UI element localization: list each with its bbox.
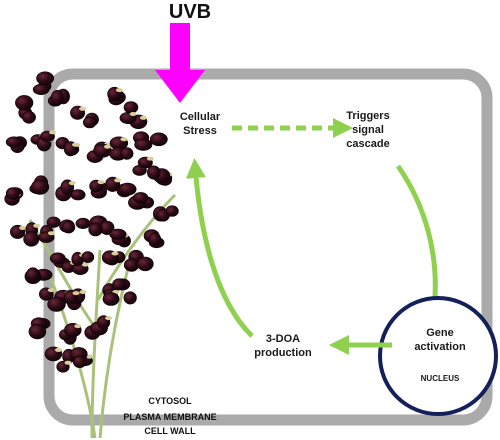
sorghum-grain <box>72 355 87 369</box>
cytosol-label: CYTOSOL <box>148 396 192 406</box>
grain-husk <box>146 156 154 161</box>
grain-husk <box>79 106 87 111</box>
sorghum-grain <box>61 221 76 234</box>
sorghum-grain <box>123 291 137 305</box>
sorghum-grain <box>133 192 149 204</box>
sorghum-grain <box>148 232 162 247</box>
sorghum-grain <box>15 95 34 111</box>
grain-husk <box>114 178 122 183</box>
cell-wall-label: CELL WALL <box>144 426 196 436</box>
sorghum-grain <box>165 205 179 217</box>
sorghum-grain <box>136 256 154 272</box>
sorghum-grain <box>149 132 168 147</box>
grain-husk <box>49 130 56 135</box>
sorghum-grain <box>49 252 66 265</box>
sorghum-grain <box>120 147 134 160</box>
sorghum-grain <box>102 292 120 306</box>
sorghum-grain <box>47 296 66 312</box>
nucleus-ring <box>378 296 498 416</box>
uvb-arrow <box>155 23 205 103</box>
signal-cascade-label: Triggers signal cascade <box>346 110 390 150</box>
sorghum-grain <box>26 267 40 283</box>
grain-husk <box>68 181 76 186</box>
doa-production-label: 3-DOA production <box>254 333 312 359</box>
grain-husk <box>72 291 80 296</box>
grain-husk <box>115 88 123 93</box>
sorghum-grain <box>109 228 127 240</box>
sorghum-grain <box>123 101 139 114</box>
sorghum-grain <box>123 258 140 272</box>
sorghum-grain <box>147 165 161 180</box>
sorghum-grain <box>5 136 23 148</box>
gene-activation-label: Gene activation <box>414 327 466 353</box>
grain-husk <box>104 144 111 149</box>
sorghum-grain <box>50 89 64 106</box>
sorghum-grain <box>112 278 126 291</box>
sorghum-grain <box>22 111 36 124</box>
cellular-stress-label: Cellular Stress <box>179 111 221 137</box>
sorghum-grain <box>5 187 20 200</box>
cell-wall <box>43 68 493 426</box>
grain-husk <box>33 223 41 228</box>
sorghum-grain <box>23 231 40 247</box>
grain-husk <box>81 262 89 267</box>
grain-cluster <box>4 71 179 373</box>
grain-husk <box>72 142 79 147</box>
sorghum-grain <box>75 217 91 229</box>
sorghum-grain <box>82 116 97 129</box>
sorghum-grain <box>81 251 95 263</box>
plasma-membrane-label: PLASMA MEMBRANE <box>123 412 217 422</box>
grain-husk <box>19 225 27 230</box>
sorghum-grain <box>118 182 137 196</box>
grain-husk <box>47 288 55 293</box>
grain-husk <box>86 354 93 359</box>
grain-husk <box>111 251 119 256</box>
grain-husk <box>139 115 147 120</box>
sorghum-grain <box>46 216 61 228</box>
grain-husk <box>97 180 105 185</box>
arrow-doa-to-stress <box>185 158 254 338</box>
grain-husk <box>74 324 82 329</box>
sorghum-grain <box>134 138 153 151</box>
nucleus-label: NUCLEUS <box>420 374 460 383</box>
grain-husk <box>64 360 72 365</box>
grain-husk <box>47 231 55 236</box>
sorghum-grain <box>31 179 50 195</box>
sorghum-grain <box>32 84 50 96</box>
sorghum-plant-image <box>4 71 179 439</box>
grain-husk <box>129 112 137 116</box>
grain-husk <box>79 290 87 294</box>
sorghum-grain <box>88 222 103 237</box>
grain-husk <box>105 316 113 321</box>
grain-husk <box>54 347 62 352</box>
uvb-label: UVB <box>168 1 212 23</box>
sorghum-grain <box>28 323 47 340</box>
grain-husk <box>120 137 128 142</box>
arrow-signal-to-gene <box>395 164 446 318</box>
sorghum-grain <box>36 71 55 86</box>
